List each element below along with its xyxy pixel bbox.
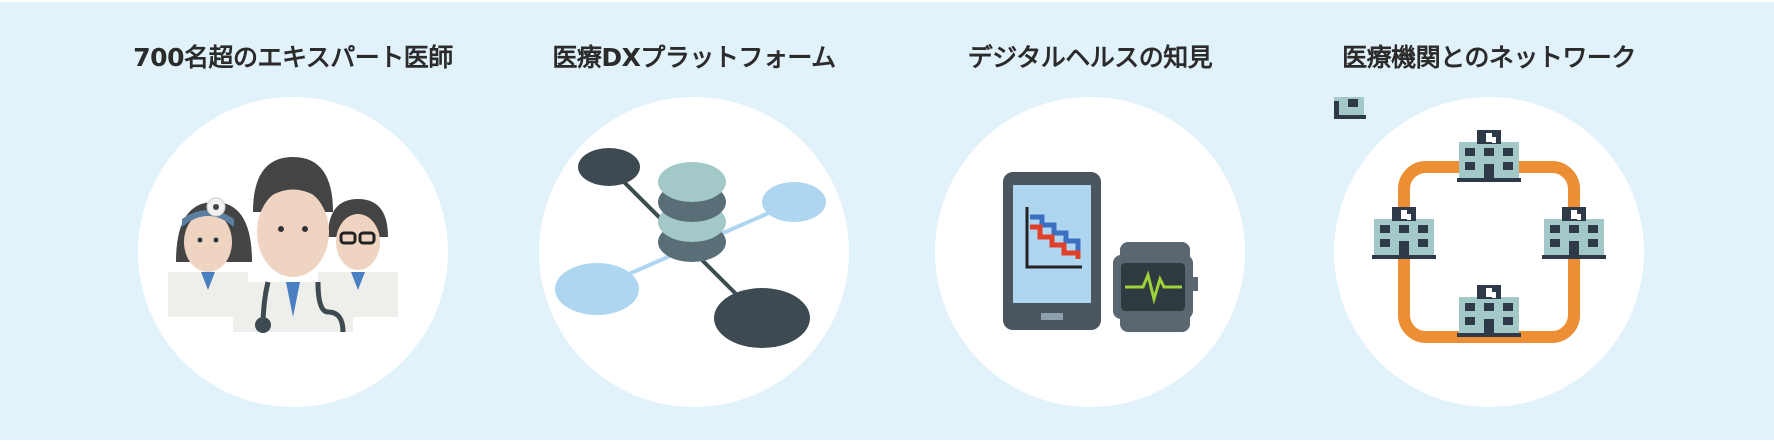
doctors-icon bbox=[168, 157, 398, 333]
data-network-icon bbox=[555, 148, 826, 348]
icon-circle bbox=[1334, 97, 1644, 407]
feature-hospital-network: 医療機関とのネットワーク bbox=[1289, 2, 1689, 442]
smartphone-smartwatch-icon bbox=[1003, 172, 1198, 332]
feature-title: デジタルヘルスの知見 bbox=[967, 43, 1213, 72]
hospital-network-icon bbox=[1334, 97, 1606, 343]
feature-expert-doctors: 700名超のエキスパート医師 bbox=[93, 2, 493, 442]
feature-title: 700名超のエキスパート医師 bbox=[133, 43, 453, 72]
feature-title: 医療DXプラットフォーム bbox=[552, 43, 836, 72]
icon-circle bbox=[935, 97, 1245, 407]
feature-title: 医療機関とのネットワーク bbox=[1342, 43, 1636, 72]
icon-circle bbox=[539, 97, 849, 407]
icon-circle bbox=[138, 97, 448, 407]
feature-digital-health: デジタルヘルスの知見 bbox=[890, 2, 1290, 442]
feature-dx-platform: 医療DXプラットフォーム bbox=[494, 2, 894, 442]
